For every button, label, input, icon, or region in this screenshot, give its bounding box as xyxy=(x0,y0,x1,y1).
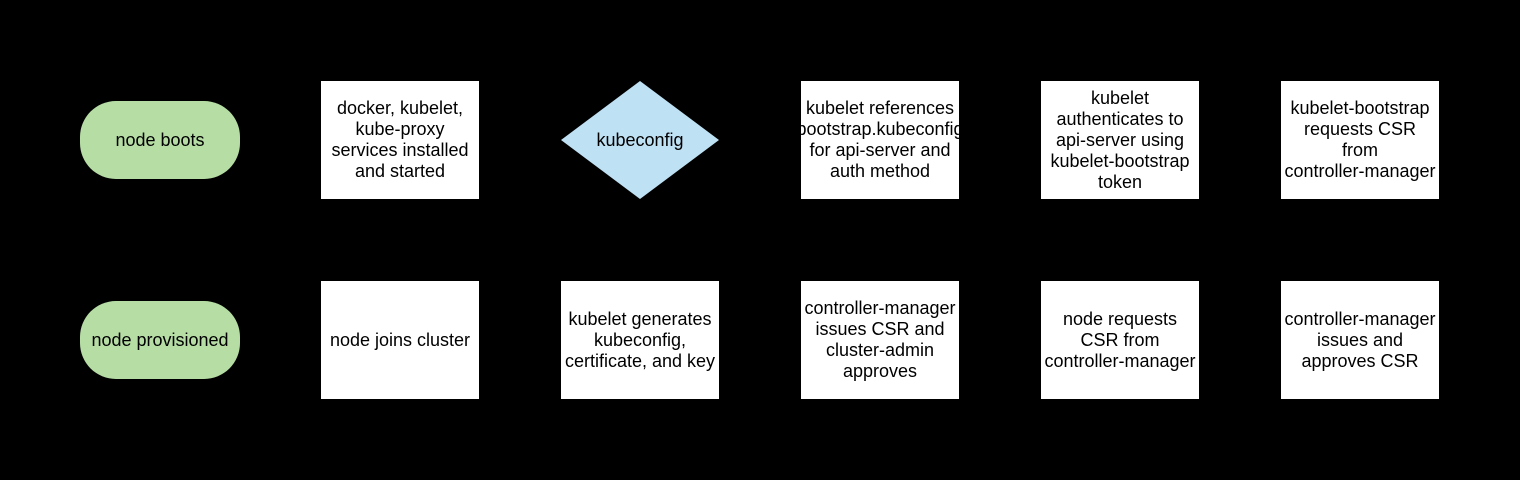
node-boots-label: node boots xyxy=(115,129,205,150)
process-kubelet-generates: kubelet generates kubeconfig, certificat… xyxy=(561,281,719,399)
terminator-node-provisioned: node provisioned xyxy=(80,301,240,379)
kubelet-bootstrap-requests-csr-label: kubelet-bootstrap requests CSR from cont… xyxy=(1284,98,1436,181)
kubelet-generates-label: kubelet generates kubeconfig, certificat… xyxy=(564,308,716,371)
cm-issues-csr-admin-approves-label: controller-manager issues CSR and cluste… xyxy=(804,298,956,381)
process-kubelet-authenticates: kubelet authenticates to api-server usin… xyxy=(1041,81,1199,199)
process-node-requests-csr: node requests CSR from controller-manage… xyxy=(1041,281,1199,399)
process-cm-issues-csr-admin-approves: controller-manager issues CSR and cluste… xyxy=(801,281,959,399)
terminator-node-boots: node boots xyxy=(80,101,240,179)
services-installed-label: docker, kubelet, kube-proxy services ins… xyxy=(331,98,469,181)
node-joins-cluster-label: node joins cluster xyxy=(329,329,471,350)
node-provisioned-label: node provisioned xyxy=(91,329,229,350)
process-kubelet-bootstrap-requests-csr: kubelet-bootstrap requests CSR from cont… xyxy=(1281,81,1439,199)
decision-kubeconfig: kubeconfig xyxy=(561,81,719,199)
process-services-installed: docker, kubelet, kube-proxy services ins… xyxy=(321,81,479,199)
kubelet-authenticates-label: kubelet authenticates to api-server usin… xyxy=(1050,87,1190,192)
process-kubelet-references-bootstrap: kubelet references bootstrap.kubeconfig … xyxy=(796,81,964,199)
process-node-joins-cluster: node joins cluster xyxy=(321,281,479,399)
process-cm-issues-and-approves: controller-manager issues and approves C… xyxy=(1281,281,1439,399)
cm-issues-and-approves-label: controller-manager issues and approves C… xyxy=(1284,308,1436,371)
kubeconfig-label: kubeconfig xyxy=(596,129,684,150)
node-requests-csr-label: node requests CSR from controller-manage… xyxy=(1044,308,1196,371)
kubelet-references-label: kubelet references bootstrap.kubeconfig … xyxy=(796,98,964,181)
